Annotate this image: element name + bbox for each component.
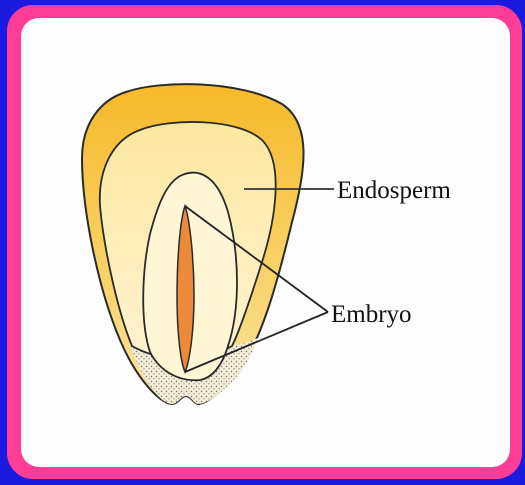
maize-seed-diagram: Endosperm Embryo	[21, 18, 510, 467]
pink-frame: Endosperm Embryo	[7, 5, 522, 479]
embryo-label: Embryo	[331, 301, 412, 328]
diagram-panel: Endosperm Embryo	[21, 18, 510, 467]
endosperm-label: Endosperm	[337, 177, 451, 204]
